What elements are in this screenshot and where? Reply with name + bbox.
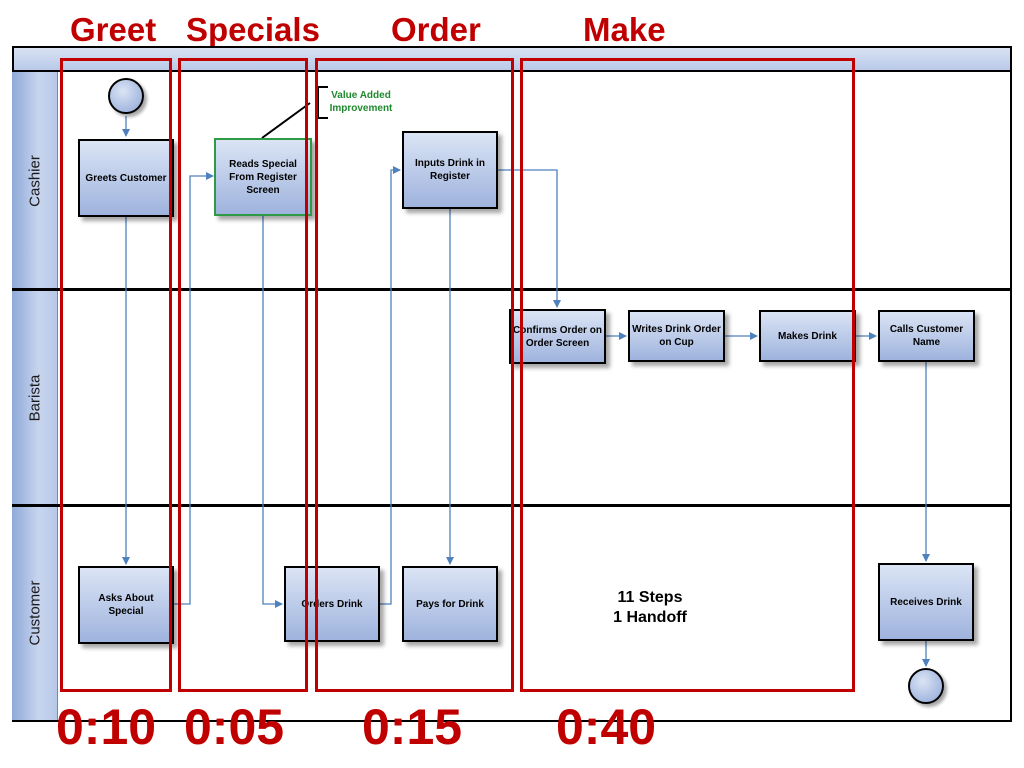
step-makes-drink: Makes Drink [759, 310, 856, 362]
step-reads-special: Reads Special From Register Screen [214, 138, 312, 216]
phase-title-specials: Specials [186, 11, 320, 48]
step-inputs-drink: Inputs Drink in Register [402, 131, 498, 209]
lane-header-cashier [12, 72, 58, 290]
callout-value-added: Value Added Improvement [329, 90, 393, 114]
phase-time-make: 0:40 [556, 699, 657, 755]
connector-orders-to-inputs [379, 166, 401, 605]
step-asks-about-special: Asks About Special [78, 566, 174, 644]
phase-box-make [520, 58, 855, 692]
phase-title-make: Make [583, 11, 666, 48]
phase-title-greet: Greet [70, 11, 157, 48]
lane-header-customer [12, 506, 58, 720]
summary-steps: 11 Steps [617, 589, 683, 606]
step-greets-customer: Greets Customer [78, 139, 174, 217]
phase-box-greet [60, 58, 172, 692]
connector-reads-to-orders [262, 214, 283, 608]
connector-inputs-to-confirms [498, 169, 561, 308]
phase-time-greet: 0:10 [56, 699, 157, 755]
step-writes-drink: Writes Drink Order on Cup [628, 310, 725, 362]
connector-ask-to-reads [174, 172, 214, 605]
start-event-circle [108, 78, 144, 114]
step-orders-drink: Orders Drink [284, 566, 380, 642]
end-event-circle [908, 668, 944, 704]
phase-title-order: Order [391, 11, 481, 48]
callout-bracket [317, 86, 328, 119]
phase-box-order [315, 58, 514, 692]
step-calls-customer-name: Calls Customer Name [878, 310, 975, 362]
phase-box-specials [178, 58, 308, 692]
lane-header-barista [12, 290, 58, 506]
step-receives-drink: Receives Drink [878, 563, 974, 641]
summary-text: 11 Steps 1 Handoff [560, 588, 740, 628]
summary-handoffs: 1 Handoff [613, 609, 687, 626]
step-pays-for-drink: Pays for Drink [402, 566, 498, 642]
callout-leader-line [261, 102, 311, 139]
phase-time-order: 0:15 [362, 699, 463, 755]
step-confirms-order: Confirms Order on Order Screen [509, 309, 606, 364]
phase-time-specials: 0:05 [184, 699, 285, 755]
